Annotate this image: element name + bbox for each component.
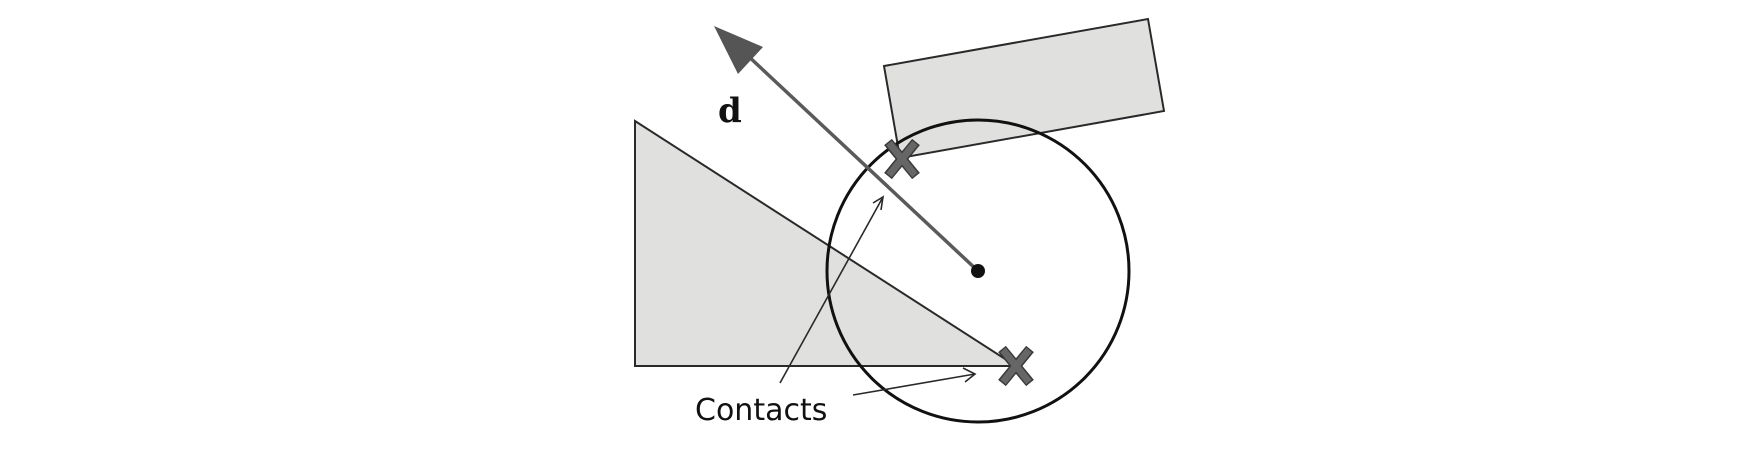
- leader-arrow-upper: [872, 195, 885, 211]
- leader-line-lower: [852, 373, 976, 396]
- direction-vector-line: [744, 52, 980, 273]
- leader-arrow-lower: [962, 367, 977, 383]
- x-mark-icon: [884, 138, 920, 180]
- leader-line-upper: [779, 196, 884, 384]
- arrow-head-icon: [714, 26, 763, 74]
- contacts-label: Contacts: [695, 393, 827, 428]
- center-point-dot-icon: [971, 264, 985, 278]
- circle-shape: [825, 118, 1131, 424]
- rectangle-shape: [882, 17, 1166, 160]
- direction-label: d: [718, 91, 742, 131]
- x-mark-icon: [998, 345, 1034, 387]
- triangle-shape: [634, 119, 1020, 367]
